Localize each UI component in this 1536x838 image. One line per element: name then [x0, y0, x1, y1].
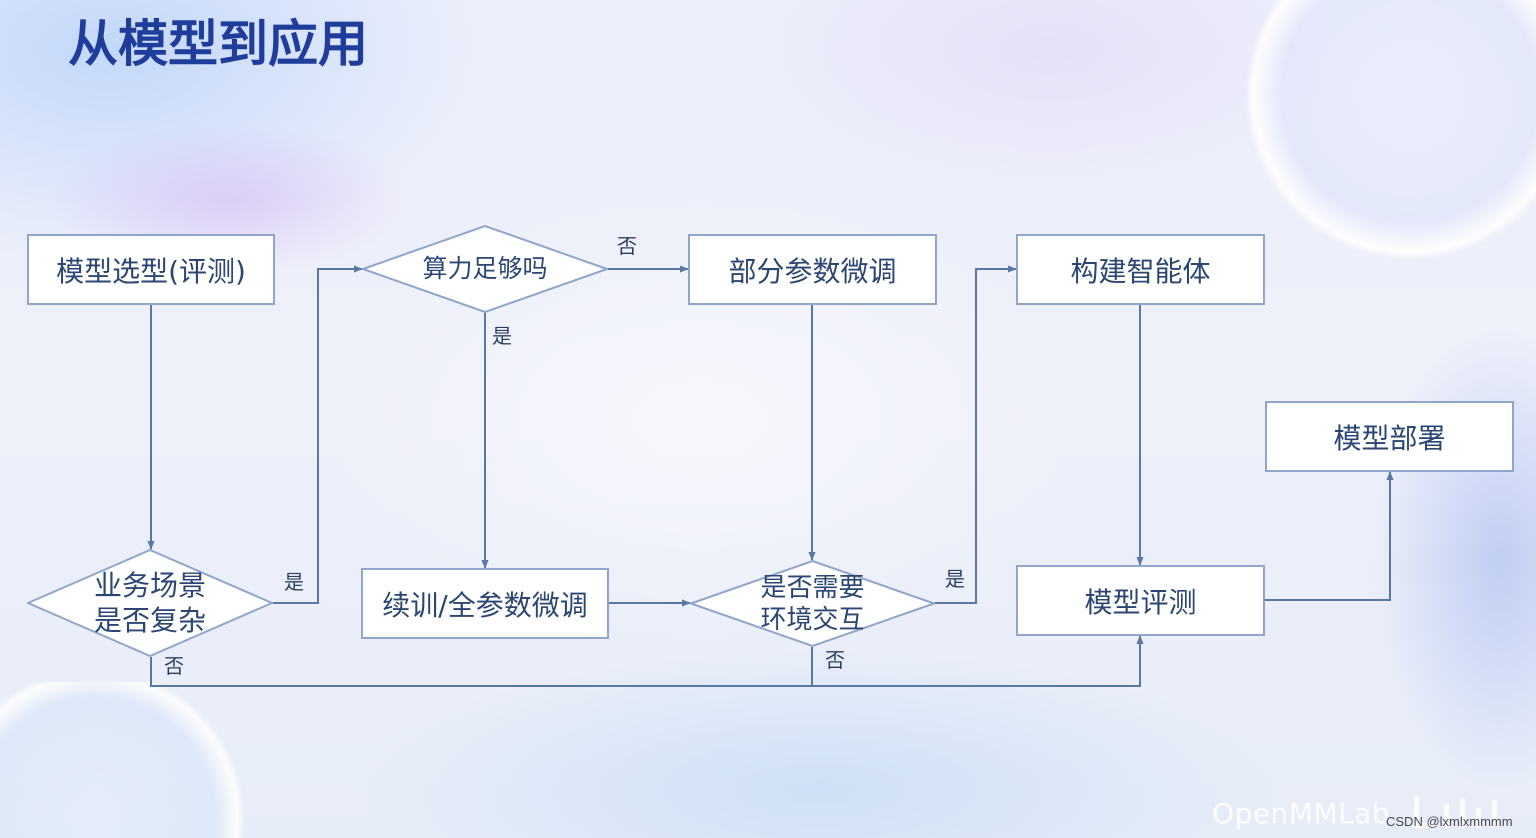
decision-compute-enough: 算力足够吗 — [362, 225, 608, 313]
edge-business-no-to-eval — [150, 635, 1144, 687]
edge-label-compute-yes: 是 — [492, 324, 512, 348]
decision-label-line: 是否需要 — [760, 572, 865, 603]
diamond-shape — [27, 549, 273, 657]
edge-label-business-no: 否 — [164, 654, 184, 678]
node-label: 构建智能体 — [1070, 254, 1211, 288]
node-model-deploy: 模型部署 — [1265, 401, 1514, 472]
decision-need-env-interaction: 是否需要 环境交互 — [690, 560, 935, 647]
decision-label-line: 是否复杂 — [93, 604, 206, 637]
decision-label-line: 业务场景 — [93, 569, 206, 602]
openmmlab-logo-icon — [1414, 796, 1497, 828]
decision-label-line: 算力足够吗 — [422, 254, 548, 283]
edge-env-yes-to-agent — [935, 265, 1017, 604]
node-model-selection: 模型选型(评测) — [27, 234, 275, 305]
decision-label-line: 环境交互 — [760, 604, 865, 635]
node-label: 模型评测 — [1084, 585, 1197, 619]
decision-label: 是否需要 环境交互 — [690, 560, 935, 647]
node-model-evaluation: 模型评测 — [1016, 565, 1265, 636]
decision-business-complex: 业务场景 是否复杂 — [27, 549, 273, 657]
edge-business-yes-to-compute — [273, 265, 363, 604]
node-build-agent: 构建智能体 — [1016, 234, 1265, 305]
decision-label: 算力足够吗 — [362, 225, 608, 313]
edge-label-env-yes: 是 — [945, 567, 965, 591]
node-label: 模型选型(评测) — [56, 254, 246, 288]
edge-label-business-yes: 是 — [284, 570, 304, 594]
node-label: 部分参数微调 — [728, 254, 897, 288]
node-continued-training: 续训/全参数微调 — [361, 568, 609, 639]
slide-title: 从模型到应用 — [68, 15, 368, 73]
credit-watermark: CSDN @lxmlxmmmm — [1386, 814, 1513, 829]
node-label: 续训/全参数微调 — [382, 588, 588, 622]
node-label: 模型部署 — [1333, 421, 1446, 455]
diamond-shape — [362, 225, 608, 313]
diamond-shape — [690, 560, 935, 647]
node-partial-finetune: 部分参数微调 — [688, 234, 937, 305]
decision-label: 业务场景 是否复杂 — [27, 549, 273, 657]
edge-label-compute-no: 否 — [617, 234, 637, 258]
brand-watermark: OpenMMLab — [1212, 797, 1391, 830]
edge-eval-to-deploy — [1265, 471, 1394, 601]
edge-label-env-no: 否 — [825, 648, 845, 672]
